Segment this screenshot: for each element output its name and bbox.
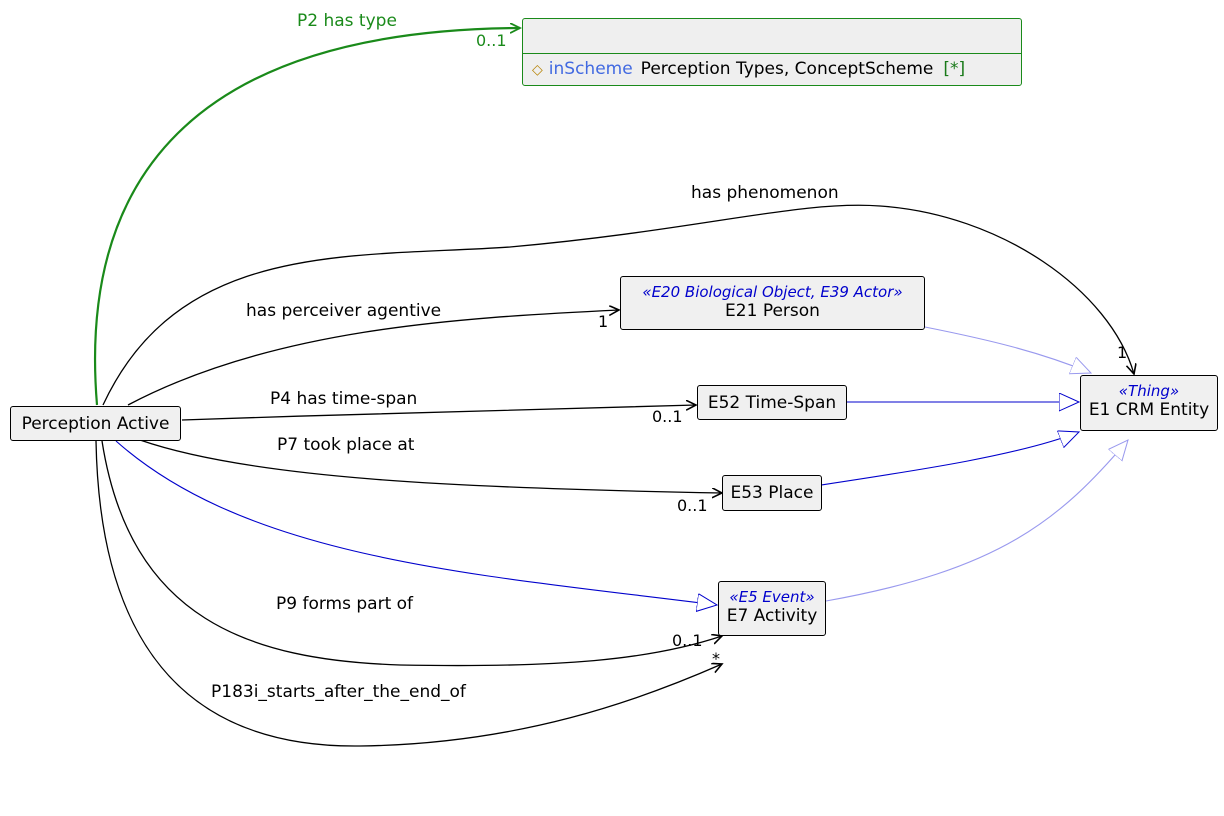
edge-p183i [95, 440, 722, 747]
node-perception-active-label: Perception Active [21, 414, 170, 434]
node-concept-scheme-attribute: ◇ inScheme Perception Types, ConceptScheme… [523, 54, 1021, 80]
edge-generalization-activity [115, 440, 717, 605]
node-e53-place[interactable]: E53 Place [722, 475, 822, 511]
node-e1-crm-entity[interactable]: «Thing» E1 CRM Entity [1080, 375, 1218, 431]
node-concept-scheme-title [523, 19, 1021, 54]
node-e7-activity-stereotype: «E5 Event» [729, 588, 815, 606]
node-concept-scheme[interactable]: ◇ inScheme Perception Types, ConceptScheme… [522, 18, 1022, 86]
node-e7-activity-label: E7 Activity [726, 606, 818, 626]
node-e52-time-span[interactable]: E52 Time-Span [697, 385, 847, 420]
mult-p4-has-time-span: 0..1 [652, 407, 683, 426]
edge-p7-took-place-at [139, 439, 722, 493]
mult-p183i: * [712, 649, 720, 668]
label-has-perceiver-agentive: has perceiver agentive [246, 301, 441, 321]
node-perception-active[interactable]: Perception Active [10, 406, 181, 441]
label-p7-took-place-at: P7 took place at [277, 435, 415, 455]
node-e1-crm-entity-label: E1 CRM Entity [1088, 400, 1210, 420]
edge-generalization-person [924, 326, 1091, 373]
edge-p9-forms-part-of [101, 440, 722, 667]
mult-has-perceiver-agentive: 1 [598, 312, 608, 331]
mult-has-phenomenon: 1 [1117, 343, 1127, 362]
label-has-phenomenon: has phenomenon [691, 183, 839, 203]
node-e21-person[interactable]: «E20 Biological Object, E39 Actor» E21 P… [620, 276, 925, 330]
node-e53-place-label: E53 Place [730, 483, 814, 503]
attribute-value: Perception Types, ConceptScheme [640, 59, 934, 79]
mult-p2-has-type: 0..1 [476, 31, 507, 50]
edge-generalization-place [820, 432, 1079, 486]
mult-p9-forms-part-of: 0..1 [672, 631, 703, 650]
node-e52-time-span-label: E52 Time-Span [707, 393, 837, 413]
node-e7-activity[interactable]: «E5 Event» E7 Activity [718, 581, 826, 636]
edge-p2-has-type [93, 28, 520, 406]
label-p2-has-type: P2 has type [297, 11, 397, 31]
edge-has-phenomenon [102, 204, 1134, 406]
node-e21-person-label: E21 Person [725, 301, 820, 321]
diamond-icon: ◇ [532, 62, 543, 78]
node-e1-crm-entity-stereotype: «Thing» [1118, 382, 1180, 400]
label-p183i: P183i_starts_after_the_end_of [211, 682, 467, 702]
mult-p7-took-place-at: 0..1 [677, 496, 708, 515]
label-p4-has-time-span: P4 has time-span [270, 389, 417, 409]
edge-has-perceiver-agentive [127, 310, 619, 406]
edge-generalization-activity-entity [825, 440, 1128, 602]
attribute-multiplicity: [*] [943, 59, 966, 79]
node-e21-person-stereotype: «E20 Biological Object, E39 Actor» [642, 283, 903, 301]
attribute-name: inScheme [548, 59, 633, 79]
label-p9-forms-part-of: P9 forms part of [276, 594, 414, 614]
edge-p4-has-time-span [181, 405, 696, 421]
